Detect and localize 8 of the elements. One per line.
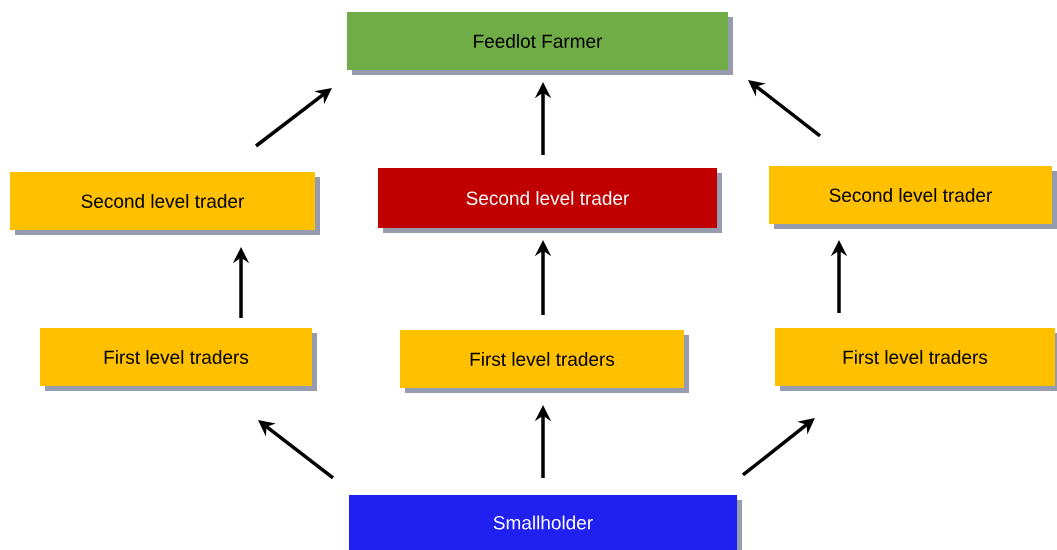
process-box: First level traders xyxy=(40,328,317,391)
process-box: First level traders xyxy=(775,328,1057,391)
process-box: First level traders xyxy=(400,330,689,393)
process-box: Second level trader xyxy=(10,172,320,235)
process-box: Second level trader xyxy=(769,166,1057,229)
process-box: Smallholder xyxy=(349,495,742,550)
process-box: Feedlot Farmer xyxy=(347,12,733,75)
process-box: Second level trader xyxy=(378,168,722,233)
